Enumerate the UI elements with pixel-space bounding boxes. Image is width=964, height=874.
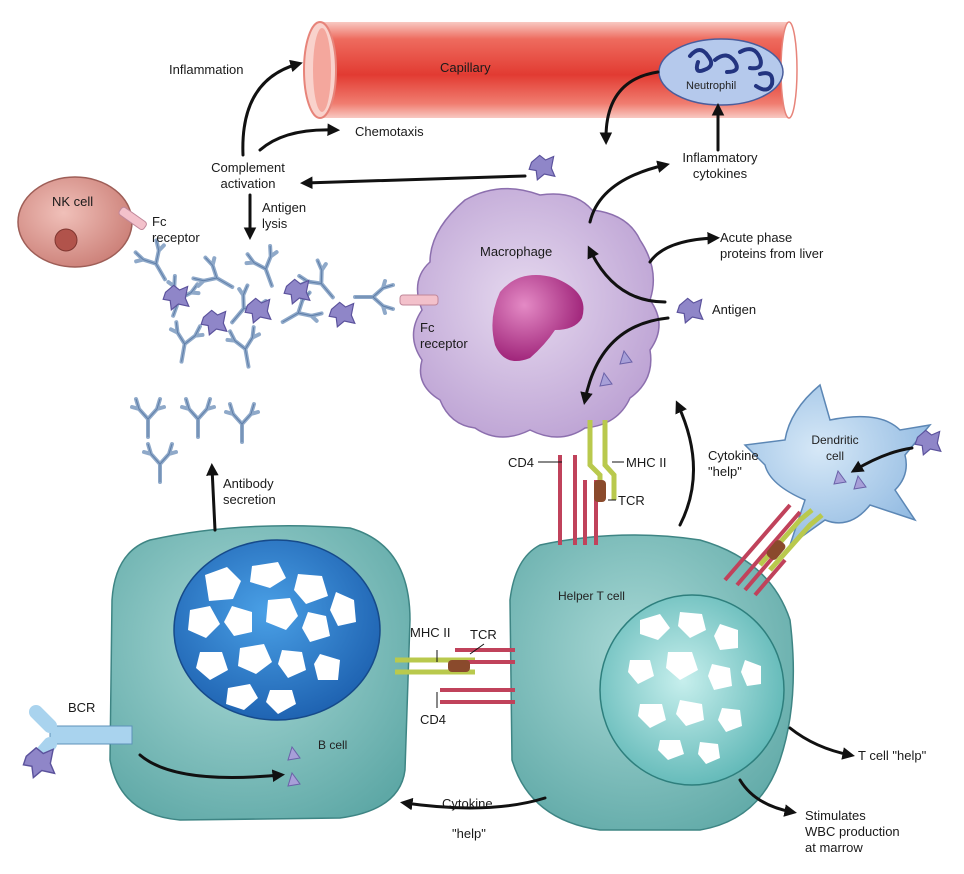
label-helper-t-cell: Helper T cell — [558, 589, 625, 603]
label-chemotaxis: Chemotaxis — [355, 124, 424, 139]
label-mhc2-top: MHC II — [626, 455, 667, 470]
label-b-cell: B cell — [318, 738, 348, 752]
label-cd4-top: CD4 — [508, 455, 535, 470]
neutrophil — [658, 38, 784, 106]
label-mhc2-bottom: MHC II — [410, 625, 451, 640]
label-macrophage: Macrophage — [480, 244, 553, 259]
receptor-complex-bottom — [395, 648, 515, 704]
b-cell — [29, 524, 411, 821]
label-inflammation: Inflammation — [169, 62, 244, 77]
label-antigen: Antigen — [712, 302, 757, 317]
receptor-complex-top — [558, 420, 617, 545]
label-bcr: BCR — [68, 700, 96, 715]
helper-t-cell — [509, 534, 795, 831]
free-antibodies — [130, 397, 260, 484]
label-capillary: Capillary — [440, 60, 491, 75]
label-tcr-bottom: TCR — [470, 627, 497, 642]
receptor-complex-dendritic — [723, 503, 824, 597]
pathway-arrows — [138, 59, 914, 817]
leader-lines — [436, 461, 624, 708]
nk-cell — [17, 176, 147, 268]
dendritic-cell — [743, 383, 932, 547]
macrophage — [399, 187, 660, 438]
label-help-bottom: "help" — [452, 826, 486, 841]
label-neutrophil: Neutrophil — [686, 80, 737, 92]
label-tcr-top: TCR — [618, 493, 645, 508]
label-cytokine-help-top: Cytokine"help" — [708, 448, 759, 479]
label-cytokine-bottom: Cytokine — [442, 796, 493, 811]
label-t-cell-help: T cell "help" — [858, 748, 927, 763]
label-cd4-bottom: CD4 — [420, 712, 447, 727]
label-nk-cell: NK cell — [52, 194, 94, 209]
